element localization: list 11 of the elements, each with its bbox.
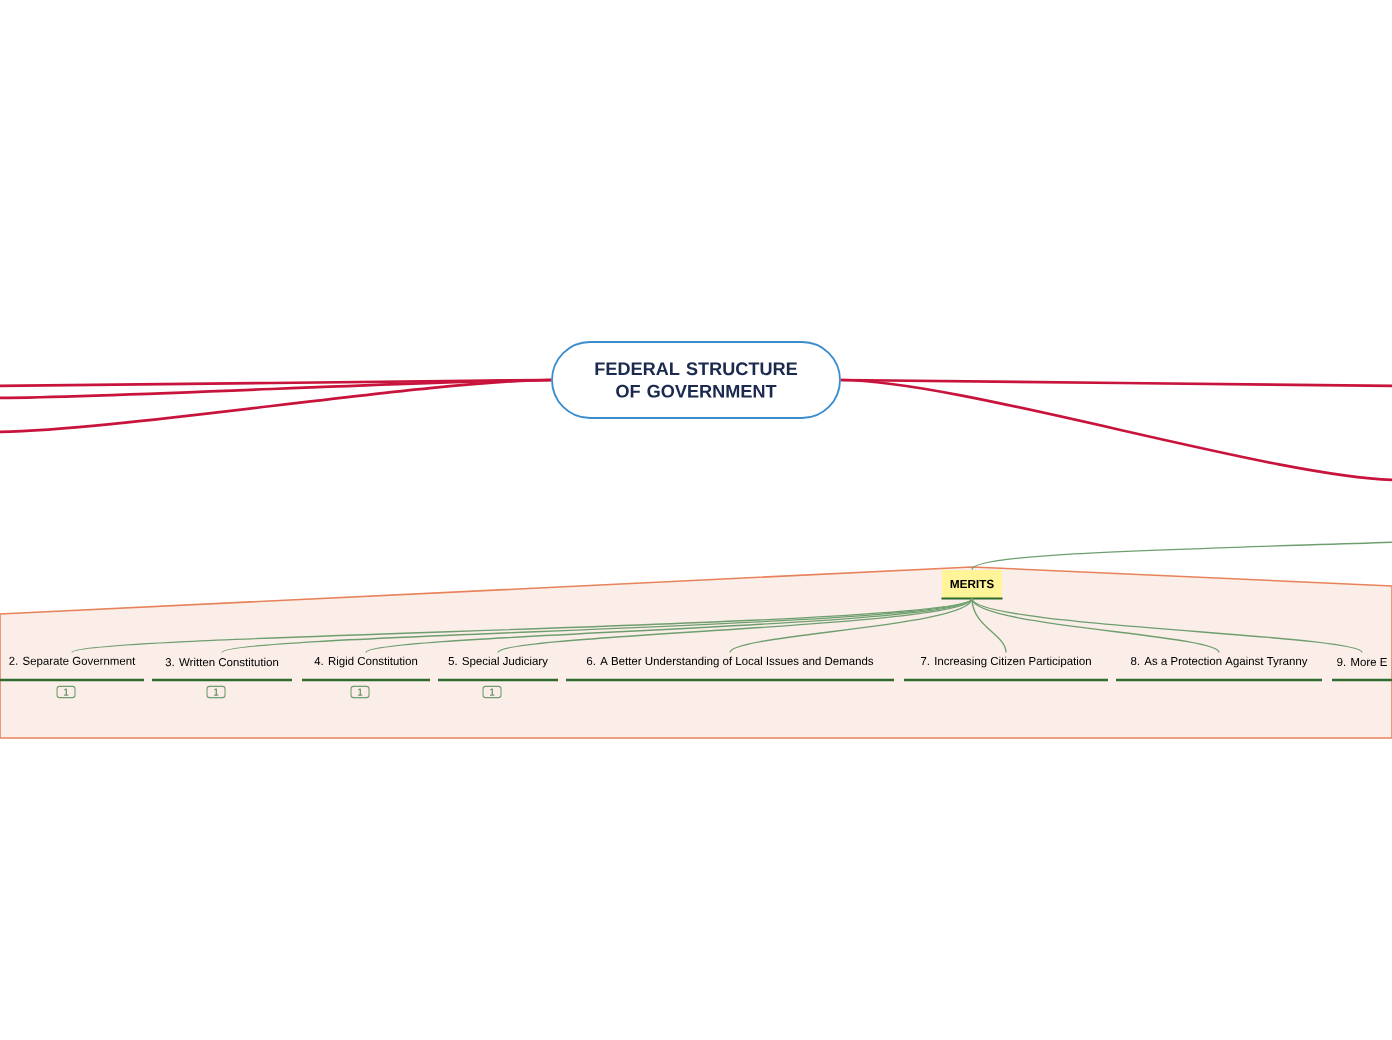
connector [971,597,1220,654]
connector [365,597,973,654]
connector [0,378,552,434]
connector [729,597,973,654]
central-topic: FEDERAL STRUCTURE OF GOVERNMENT [551,341,841,419]
connector [971,597,1007,654]
connector [971,597,1363,654]
connector [71,597,973,654]
connector [497,597,973,654]
connector [840,378,1392,482]
connector [971,541,1392,571]
